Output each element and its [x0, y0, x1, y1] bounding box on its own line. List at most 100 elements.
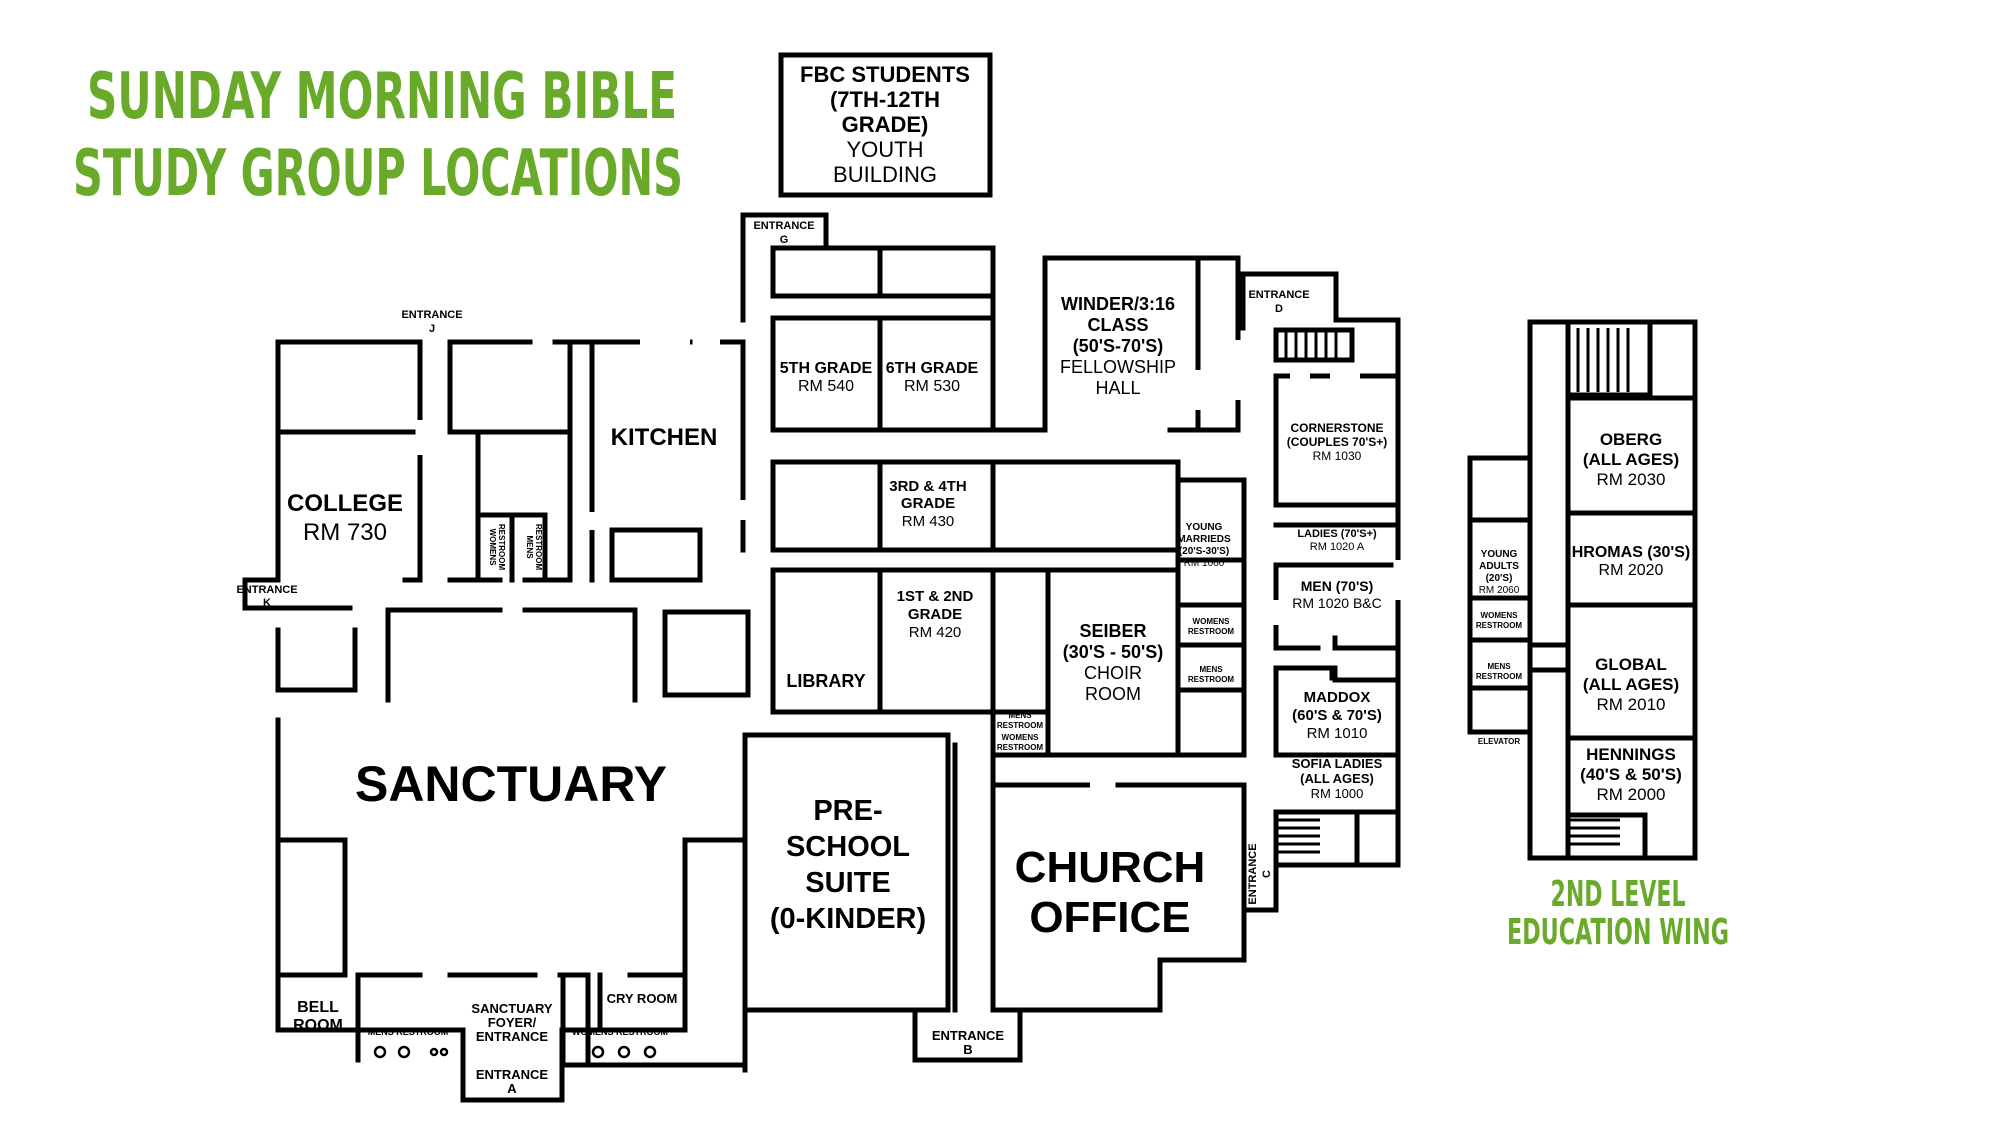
- map-title-line1: SUNDAY MORNING BIBLE: [87, 60, 677, 134]
- winder-line1: WINDER/3:16: [1061, 294, 1175, 314]
- entrance-d-line1: ENTRANCE: [1248, 289, 1309, 301]
- mens-restroom-top-line2: RESTROOM: [534, 524, 543, 571]
- sofia-line2: (ALL AGES): [1300, 771, 1374, 786]
- grade34-line1: 3RD & 4TH: [889, 478, 967, 495]
- hromas-line1: HROMAS (30'S): [1572, 544, 1690, 561]
- young-adults-line3: (20'S): [1486, 573, 1513, 584]
- mens-restroom-lib-line2: RESTROOM: [997, 721, 1044, 730]
- cornerstone-line2: (COUPLES 70'S+): [1287, 435, 1388, 449]
- maddox-line2: (60'S & 70'S): [1292, 707, 1382, 724]
- entrance-k-line2: K: [263, 597, 271, 609]
- door-gaps: [415, 337, 1403, 790]
- foyer-line3: ENTRANCE: [476, 1029, 549, 1044]
- entrance-j-line2: J: [429, 323, 435, 335]
- grade12-line1: 1ST & 2ND: [897, 588, 974, 605]
- grade6-name: 6TH GRADE: [886, 360, 979, 377]
- preschool-line3: SUITE: [805, 867, 890, 899]
- preschool-line1: PRE-: [813, 795, 882, 827]
- entrance-d-line2: D: [1275, 303, 1283, 315]
- sanctuary-label: SANCTUARY: [355, 756, 667, 812]
- oberg-room: RM 2030: [1597, 470, 1666, 489]
- youth-building: FBC STUDENTS (7TH-12TH GRADE) YOUTH BUIL…: [800, 62, 970, 187]
- winder-line3: (50'S-70'S): [1073, 336, 1164, 356]
- maddox-room: RM 1010: [1307, 725, 1368, 742]
- global-line1: GLOBAL: [1595, 655, 1667, 674]
- youth-line3: GRADE): [842, 112, 929, 137]
- church-office-line2: OFFICE: [1029, 893, 1190, 942]
- grade12-room: RM 420: [909, 624, 962, 641]
- young-marrieds-line1: YOUNG: [1186, 522, 1223, 533]
- l2-mens-restroom-line2: RESTROOM: [1476, 672, 1523, 681]
- seiber-line2: (30'S - 50'S): [1063, 642, 1164, 662]
- grade12-line2: GRADE: [908, 606, 962, 623]
- winder-line2: CLASS: [1087, 315, 1148, 335]
- hennings-line1: HENNINGS: [1586, 745, 1676, 764]
- mens-restroom-lib-line1: MENS: [1008, 711, 1032, 720]
- college-room: RM 730: [303, 519, 387, 546]
- preschool-line2: SCHOOL: [786, 831, 910, 863]
- young-adults-line1: YOUNG: [1481, 549, 1518, 560]
- youth-line4: YOUTH: [847, 137, 924, 162]
- kitchen-label: KITCHEN: [611, 424, 718, 451]
- college-name: COLLEGE: [287, 490, 403, 517]
- cry-room-label: CRY ROOM: [607, 991, 678, 1006]
- young-adults-room: RM 2060: [1479, 585, 1520, 596]
- young-marrieds-line2: MARRIEDS: [1177, 534, 1231, 545]
- mens-restroom-mid-line2: RESTROOM: [1188, 675, 1235, 684]
- men-line1: MEN (70'S): [1301, 578, 1374, 594]
- map-title-line2: STUDY GROUP LOCATIONS: [73, 137, 683, 211]
- sofia-room: RM 1000: [1311, 786, 1364, 801]
- womens-restroom-lib-line2: RESTROOM: [997, 743, 1044, 752]
- labels: FBC STUDENTS (7TH-12TH GRADE) YOUTH BUIL…: [236, 62, 1690, 1096]
- library-label: LIBRARY: [786, 671, 865, 691]
- mens-restroom-mid-line1: MENS: [1199, 665, 1223, 674]
- sofia-line1: SOFIA LADIES: [1292, 756, 1383, 771]
- womens-restroom-mid-line2: RESTROOM: [1188, 627, 1235, 636]
- global-line2: (ALL AGES): [1583, 675, 1679, 694]
- winder-line4: FELLOWSHIP: [1060, 357, 1176, 377]
- youth-line5: BUILDING: [833, 162, 937, 187]
- entrance-g-line2: G: [780, 234, 789, 246]
- entrance-a-line1: ENTRANCE: [476, 1067, 549, 1082]
- walls: [242, 52, 1698, 1103]
- grade6-room: RM 530: [904, 378, 960, 395]
- preschool-line4: (0-KINDER): [770, 903, 926, 935]
- womens-restroom-bottom-label: WOMENS RESTROOM: [572, 1027, 668, 1037]
- ladies-line1: LADIES (70'S+): [1297, 528, 1377, 540]
- entrance-c-line2: C: [1261, 870, 1273, 878]
- hennings-room: RM 2000: [1597, 785, 1666, 804]
- womens-restroom-top-line1: WOMENS: [488, 529, 497, 567]
- entrance-g-box: [740, 212, 829, 251]
- young-adults-line2: ADULTS: [1479, 561, 1519, 572]
- men-room: RM 1020 B&C: [1292, 595, 1381, 611]
- mens-restroom-bottom-label: MENS RESTROOM: [368, 1027, 449, 1037]
- elevator-label: ELEVATOR: [1478, 737, 1520, 746]
- bell-room-line2: ROOM: [293, 1017, 343, 1034]
- youth-line1: FBC STUDENTS: [800, 62, 970, 87]
- level2-title-line2: EDUCATION WING: [1507, 912, 1729, 953]
- cornerstone-line1: CORNERSTONE: [1290, 421, 1383, 435]
- hennings-line2: (40'S & 50'S): [1580, 765, 1682, 784]
- toilet-fixtures: [373, 1045, 657, 1059]
- grade34-room: RM 430: [902, 513, 955, 530]
- church-office-line1: CHURCH: [1015, 843, 1206, 892]
- foyer-line1: SANCTUARY: [471, 1001, 552, 1016]
- l2-mens-restroom-line1: MENS: [1487, 662, 1511, 671]
- entrance-c-line1: ENTRANCE: [1247, 843, 1259, 904]
- global-room: RM 2010: [1597, 695, 1666, 714]
- foyer-line2: FOYER/: [488, 1015, 537, 1030]
- bell-room-line1: BELL: [297, 999, 339, 1016]
- hromas-room: RM 2020: [1599, 562, 1664, 579]
- womens-restroom-mid-line1: WOMENS: [1193, 617, 1231, 626]
- youth-line2: (7TH-12TH: [830, 87, 940, 112]
- mens-restroom-top-line1: MENS: [525, 535, 534, 559]
- oberg-line1: OBERG: [1600, 430, 1662, 449]
- map-title: SUNDAY MORNING BIBLE STUDY GROUP LOCATIO…: [73, 60, 683, 211]
- entrance-b-line1: ENTRANCE: [932, 1028, 1005, 1043]
- young-marrieds-line3: (20'S-30'S): [1179, 546, 1229, 557]
- womens-restroom-top-line2: RESTROOM: [497, 524, 506, 571]
- seiber-line1: SEIBER: [1079, 621, 1146, 641]
- entrance-k-line1: ENTRANCE: [236, 584, 297, 596]
